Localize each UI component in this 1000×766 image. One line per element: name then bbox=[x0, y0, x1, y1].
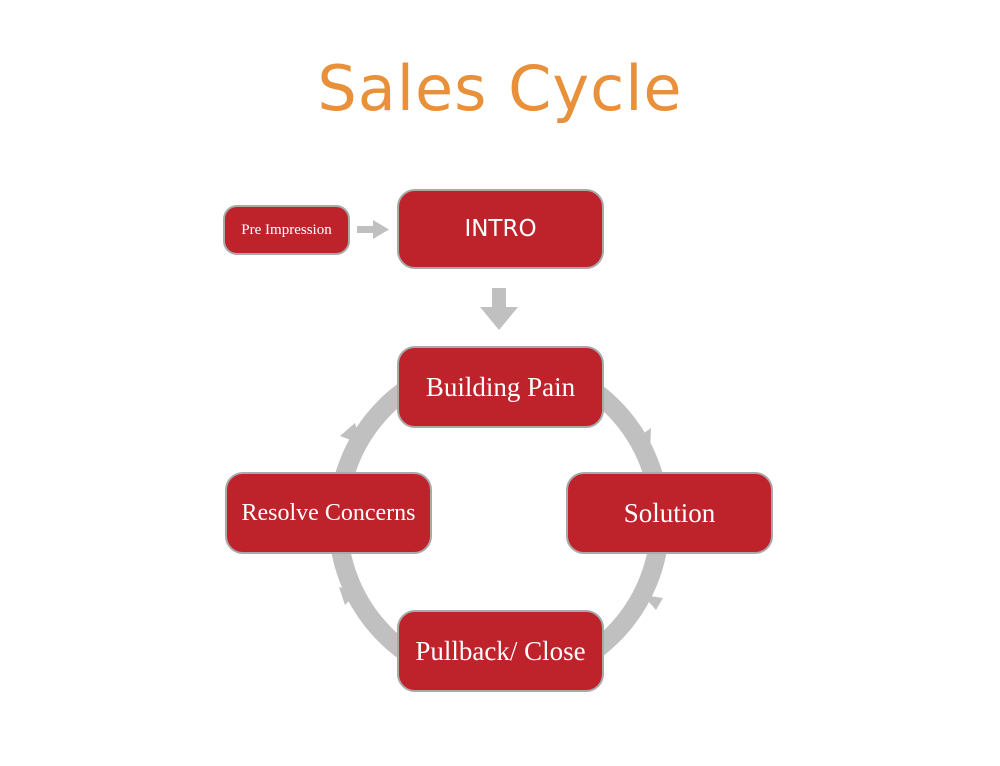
ring-arrow-bottom-right bbox=[643, 595, 663, 610]
pre-impression-node: Pre Impression bbox=[223, 205, 350, 255]
pullback-close-node: Pullback/ Close bbox=[397, 610, 604, 692]
page-title: Sales Cycle bbox=[317, 52, 683, 125]
arrow-down-head bbox=[480, 307, 518, 330]
building-pain-node: Building Pain bbox=[397, 346, 604, 428]
ring-arrow-bottom-left bbox=[339, 587, 358, 605]
arrow-right-head bbox=[373, 220, 389, 239]
arrow-down-shaft bbox=[492, 288, 506, 308]
solution-node: Solution bbox=[566, 472, 773, 554]
intro-node: INTRO bbox=[397, 189, 604, 269]
ring-arrow-top-left bbox=[340, 423, 361, 444]
arrow-right-shaft bbox=[357, 226, 373, 233]
ring-arrow-top-right bbox=[633, 428, 651, 453]
resolve-concerns-node: Resolve Concerns bbox=[225, 472, 432, 554]
